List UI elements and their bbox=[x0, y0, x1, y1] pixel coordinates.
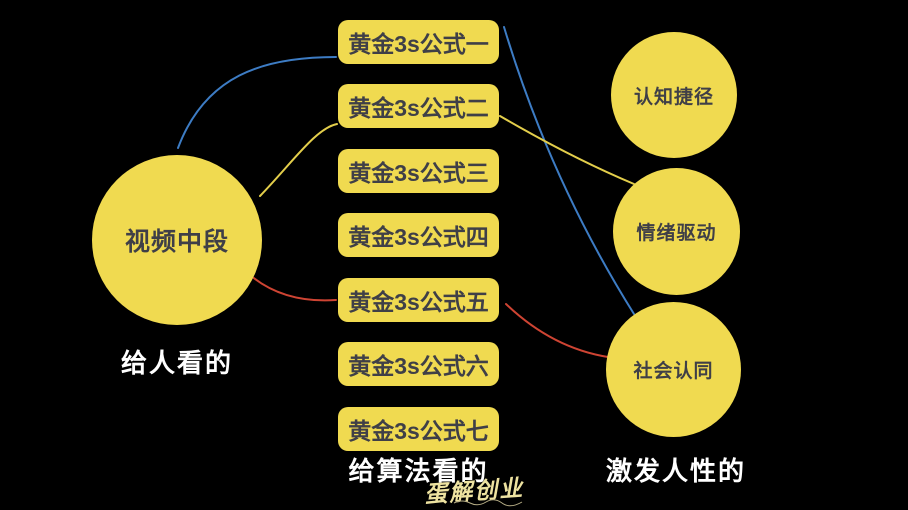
node-social-proof-label: 社会认同 bbox=[633, 361, 714, 382]
node-formula-3[interactable]: 黄金3s公式三 bbox=[338, 149, 499, 193]
caption-human-nature: 激发人性的 bbox=[606, 456, 747, 486]
edge-video-mid-to-formula-5 bbox=[249, 274, 337, 302]
node-formula-3-label: 黄金3s公式三 bbox=[348, 160, 489, 186]
node-formula-2[interactable]: 黄金3s公式二 bbox=[338, 84, 499, 128]
node-formula-5-label: 黄金3s公式五 bbox=[348, 289, 489, 315]
node-formula-7-label: 黄金3s公式七 bbox=[348, 418, 489, 444]
node-formula-1-label: 黄金3s公式一 bbox=[348, 31, 489, 57]
node-cognitive-shortcut-label: 认知捷径 bbox=[633, 86, 714, 108]
node-emotion-driven-label: 情绪驱动 bbox=[636, 223, 717, 244]
edge-formula-2-to-emotion-drive bbox=[499, 115, 635, 185]
node-formula-1[interactable]: 黄金3s公式一 bbox=[338, 20, 499, 64]
node-formula-4[interactable]: 黄金3s公式四 bbox=[338, 213, 499, 257]
node-formula-5[interactable]: 黄金3s公式五 bbox=[338, 278, 499, 322]
watermark-scribble bbox=[453, 499, 523, 507]
node-formula-2-label: 黄金3s公式二 bbox=[348, 95, 489, 121]
node-video-middle-label: 视频中段 bbox=[124, 228, 229, 256]
caption-for-algorithm: 给算法看的 bbox=[348, 456, 489, 486]
node-video-middle[interactable]: 视频中段 bbox=[92, 155, 262, 325]
edge-video-mid-to-formula-2 bbox=[259, 123, 338, 197]
caption-for-humans: 给人看的 bbox=[120, 348, 233, 378]
node-formula-6-label: 黄金3s公式六 bbox=[348, 353, 489, 379]
edge-video-mid-to-formula-1 bbox=[177, 56, 337, 149]
node-formula-6[interactable]: 黄金3s公式六 bbox=[338, 342, 499, 386]
node-cognitive-shortcut[interactable]: 认知捷径 bbox=[611, 32, 737, 158]
node-social-proof[interactable]: 社会认同 bbox=[606, 302, 741, 437]
node-formula-4-label: 黄金3s公式四 bbox=[348, 224, 489, 250]
edge-formula-5-to-social-proof bbox=[505, 303, 609, 358]
node-emotion-driven[interactable]: 情绪驱动 bbox=[613, 168, 740, 295]
node-formula-7[interactable]: 黄金3s公式七 bbox=[338, 407, 499, 451]
edge-formula-1-to-social-proof bbox=[503, 26, 635, 315]
